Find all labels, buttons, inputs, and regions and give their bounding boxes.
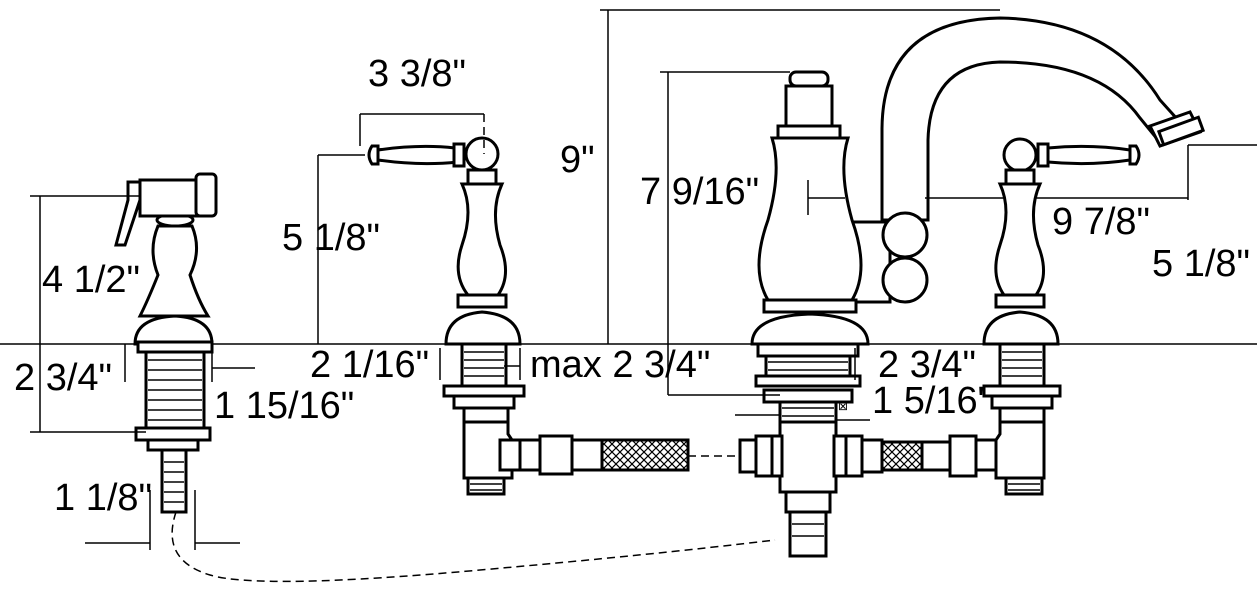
handle-reach-label: 3 3/8" <box>368 53 466 95</box>
left-shank-label: 2 1/16" <box>310 344 429 386</box>
left-supply-hose <box>518 434 690 476</box>
center-right-connector <box>844 434 884 478</box>
left-handle-valve <box>367 136 526 496</box>
small-mark: ⊠ <box>838 399 848 413</box>
right-shank-label: 2 3/4" <box>878 344 976 386</box>
max-deck-label: max 2 3/4" <box>530 344 710 386</box>
left-handle-dimension-lines <box>317 113 521 380</box>
right-valve-threads <box>1002 351 1042 491</box>
right-handle-height-label: 5 1/8" <box>1152 243 1250 285</box>
sprayer-height-label: 4 1/2" <box>42 259 140 301</box>
sprayer-threads <box>148 359 202 503</box>
spout-base-height-label: 7 9/16" <box>640 171 759 213</box>
right-supply-hose <box>880 434 998 478</box>
left-handle-height-label: 5 1/8" <box>282 217 380 259</box>
spout-reach-label: 9 7/8" <box>1052 201 1150 243</box>
left-valve-threads <box>464 351 504 491</box>
sprayer-clearance-label: 1 15/16" <box>214 385 354 427</box>
spout-assembly <box>750 16 1206 558</box>
sprayer-dimension-lines <box>30 195 255 550</box>
right-handle-valve <box>982 137 1141 496</box>
center-left-connector <box>738 434 774 478</box>
spout-threads <box>768 361 848 417</box>
sprayer-hose-route <box>171 511 776 583</box>
sprayer-hole-label: 1 1/8" <box>54 477 152 519</box>
sprayer-shank-label: 2 3/4" <box>14 357 112 399</box>
spout-hole-label: 1 5/16" <box>872 380 991 422</box>
spout-height-label: 9" <box>560 139 595 181</box>
